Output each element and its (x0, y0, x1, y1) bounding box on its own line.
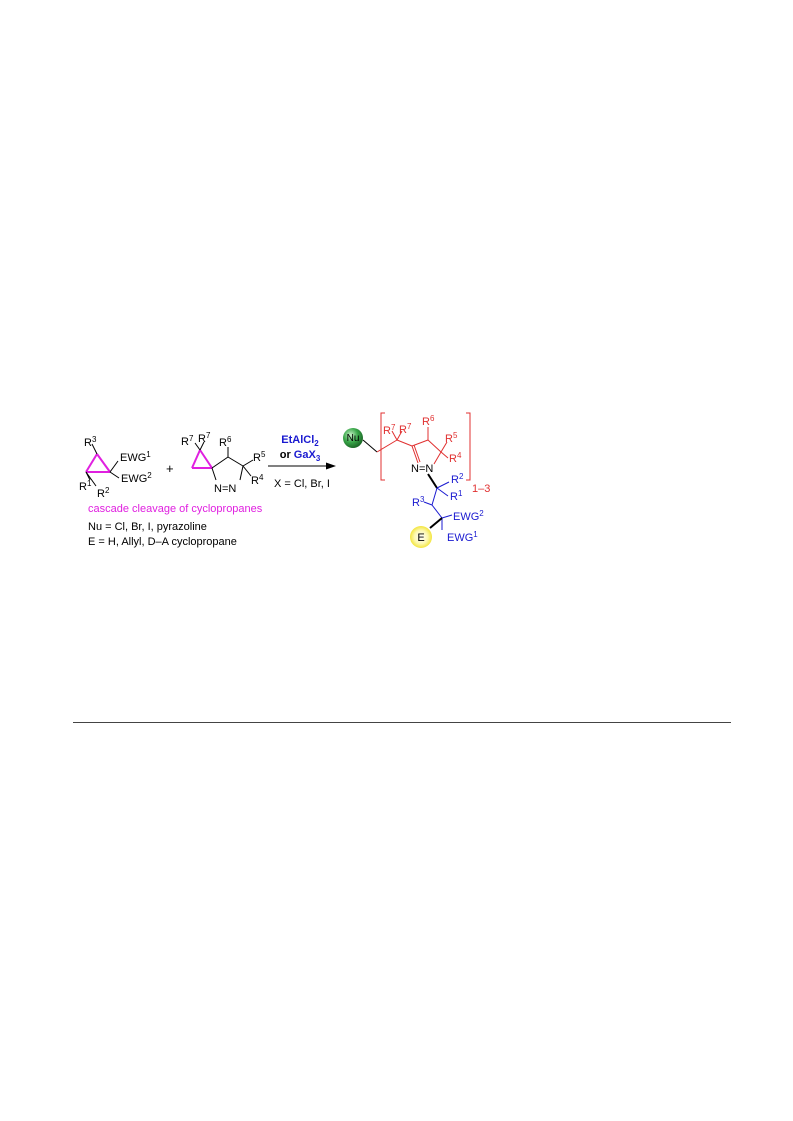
product-r5: R5 (445, 431, 458, 445)
product-r7b: R7 (399, 422, 412, 436)
r6-label: R6 (219, 435, 232, 449)
r3-label: R3 (84, 435, 97, 449)
r7b-label: R7 (198, 431, 211, 445)
substituent-bonds (85, 443, 120, 487)
r4-label: R4 (251, 473, 264, 487)
r2-label: R2 (97, 486, 110, 500)
repeat-brackets (380, 412, 471, 481)
nu-bond (362, 439, 378, 453)
e-ball (410, 526, 432, 548)
e-bond (429, 517, 443, 529)
pyrazoline-unit-bonds (376, 427, 449, 465)
spiro-cyclopropane-ring (191, 449, 213, 469)
cyclopropane-ring (85, 453, 111, 473)
pyrazoline-bonds (194, 441, 254, 481)
product-r7a: R7 (383, 423, 396, 437)
reaction-conditions: EtAlCl2 or GaX3 X = Cl, Br, I (268, 434, 336, 490)
page-divider (73, 722, 731, 723)
product-ewg1: EWG1 (447, 530, 478, 544)
repeat-count: 1–3 (472, 483, 490, 495)
nu-label: Nu (347, 433, 360, 444)
plus-sign: + (166, 461, 174, 476)
ewg2-label: EWG2 (121, 471, 152, 485)
product-structure: Nu 1–3 R7 R7 R6 R5 R4 N=N (343, 412, 490, 548)
r7a-label: R7 (181, 434, 194, 448)
product-ewg2: EWG2 (453, 509, 484, 523)
nu-definition: Nu = Cl, Br, I, pyrazoline (88, 521, 207, 533)
e-definition: E = H, Allyl, D–A cyclopropane (88, 536, 237, 548)
reagent-gax3: or GaX3 (280, 449, 321, 463)
r1-label: R1 (79, 479, 92, 493)
reactant-spiropyrazoline: R7 R7 R6 R5 R4 N=N (181, 431, 266, 495)
azo-group: N=N (214, 483, 236, 495)
cascade-caption: cascade cleavage of cyclopropanes (88, 503, 263, 515)
product-r4: R4 (449, 451, 462, 465)
product-azo: N=N (411, 463, 433, 475)
n-chain-bond (427, 473, 438, 489)
open-chain-bonds (423, 481, 453, 530)
nu-ball (343, 428, 363, 448)
reagent-etalcl2: EtAlCl2 (281, 434, 319, 448)
reactant-cyclopropane: R3 EWG1 R1 EWG2 R2 (79, 435, 152, 500)
product-r6: R6 (422, 414, 435, 428)
ewg1-label: EWG1 (120, 450, 151, 464)
product-r3: R3 (412, 495, 425, 509)
r5-label: R5 (253, 450, 266, 464)
x-definition: X = Cl, Br, I (274, 478, 330, 490)
product-r2: R2 (451, 472, 464, 486)
arrow-head (326, 462, 336, 470)
product-r1: R1 (450, 489, 463, 503)
e-label: E (417, 532, 424, 544)
